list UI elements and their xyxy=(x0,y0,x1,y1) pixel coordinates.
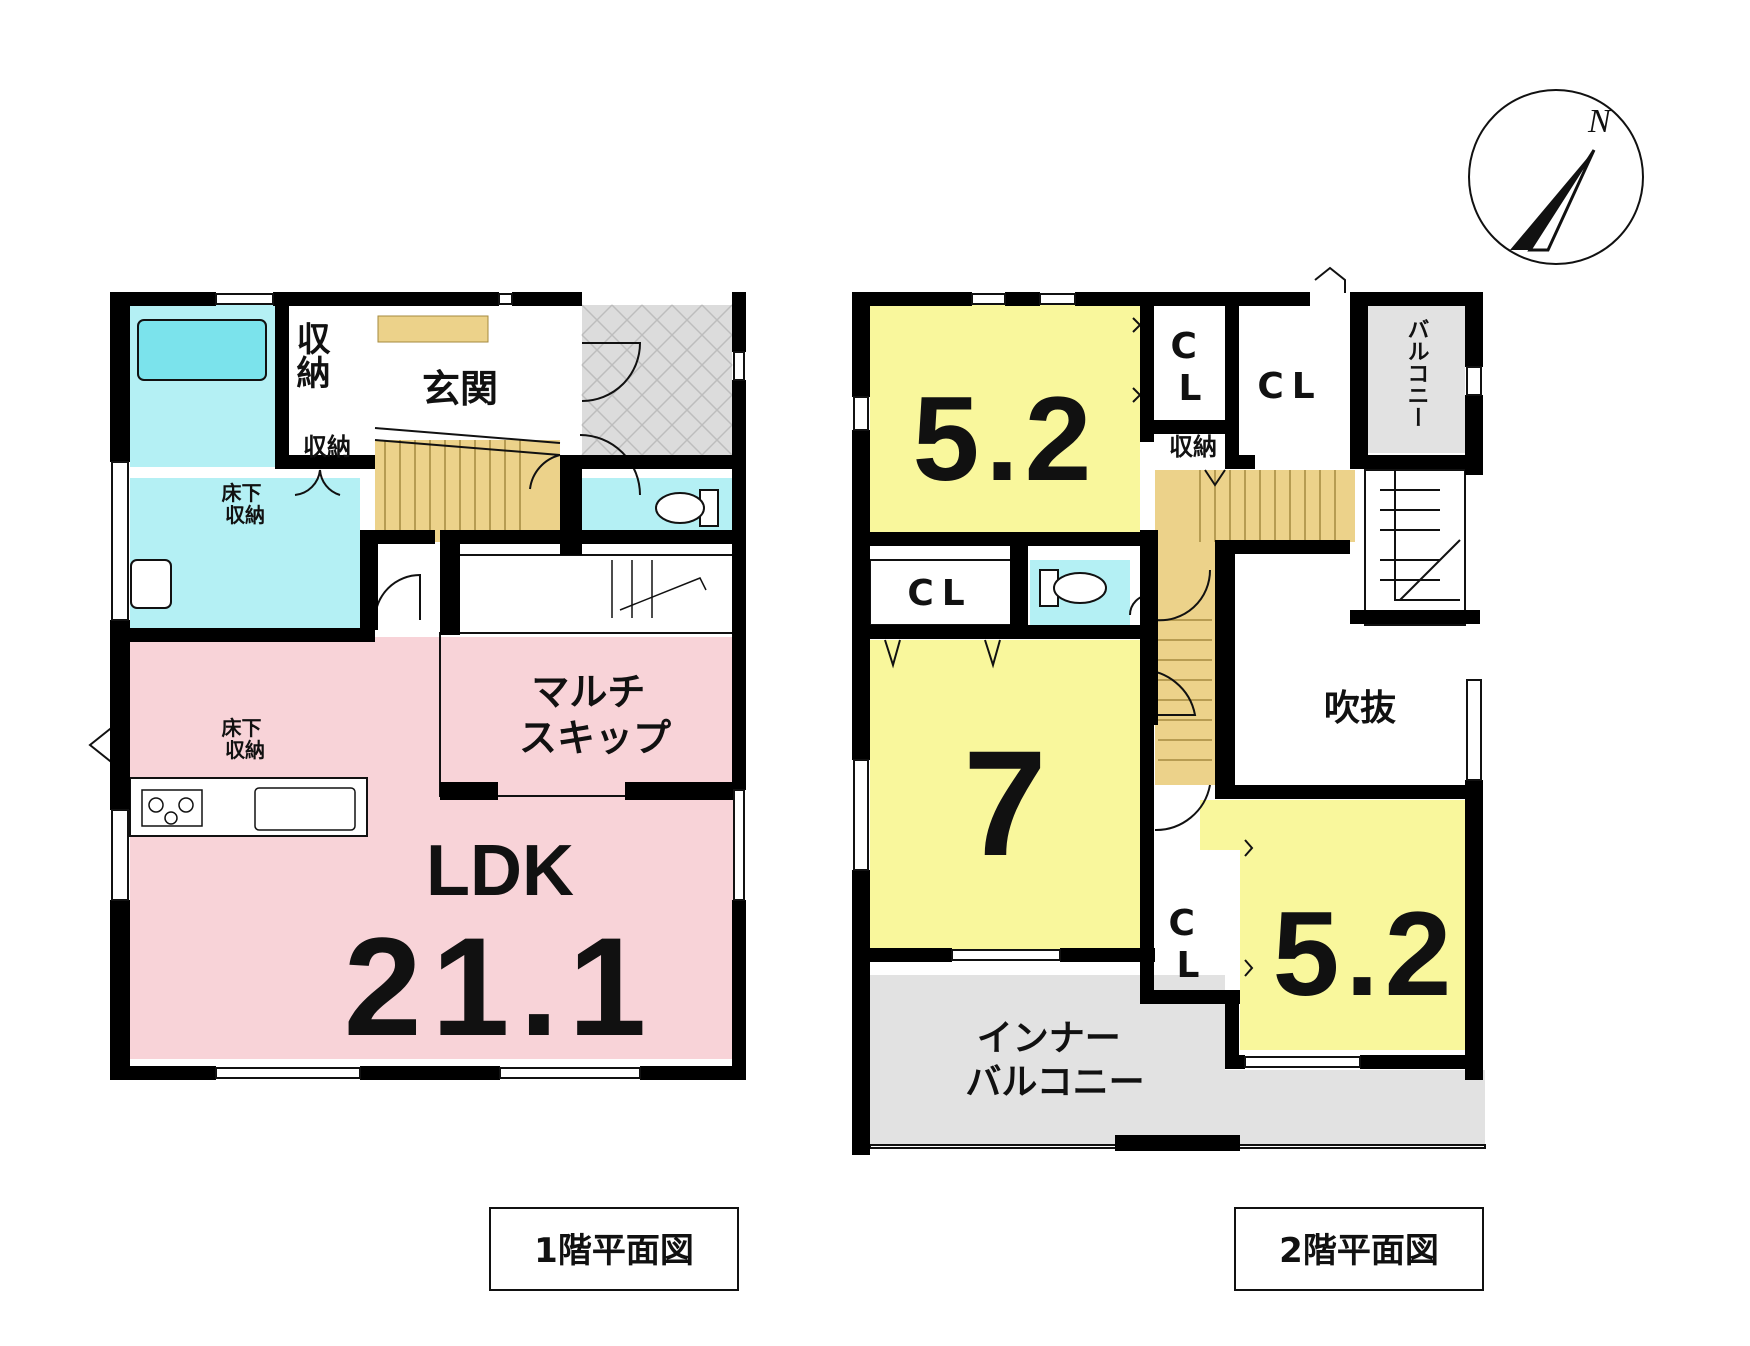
ldk-label: LDK xyxy=(426,831,574,911)
balcony-small xyxy=(1368,305,1465,453)
bedroom-w-size-label: 7 xyxy=(963,719,1046,887)
compass: N xyxy=(1468,89,1644,265)
storage-main-label: 収納 xyxy=(290,321,330,389)
underfloor-storage-2-label: 床下 収納 xyxy=(222,716,269,762)
inner-balcony-line1: インナー xyxy=(977,1018,1121,1059)
bathtub-icon xyxy=(137,319,267,381)
stairs-1f xyxy=(375,440,560,542)
underfloor-storage-1-line2: 収納 xyxy=(225,503,265,527)
inner-balcony-label: インナー バルコニー xyxy=(965,1018,1144,1103)
ldk-room xyxy=(130,637,737,1059)
north-arrow-icon xyxy=(1510,150,1594,250)
floor-2-caption-box xyxy=(1234,1207,1484,1291)
multi-skip-label: マルチ スキップ xyxy=(519,670,671,760)
balcony-small-label: バルコニー xyxy=(1404,318,1429,428)
underfloor-storage-1-line1: 床下 xyxy=(222,481,262,505)
closet-1-line1: C xyxy=(1171,326,1197,367)
closet-4-label: C L xyxy=(1169,903,1208,986)
storage-small-label: 収納 xyxy=(303,433,351,461)
bedroom-nw xyxy=(870,305,1140,540)
bedroom-se xyxy=(1240,800,1465,1050)
multi-skip-line1: マルチ xyxy=(531,670,645,714)
multi-skip-line2: スキップ xyxy=(519,716,671,760)
closet-1-line2: L xyxy=(1179,368,1202,409)
floor-2-plan: 5.2 C L CL バルコニー 収納 CL 7 吹抜 C L 5.2 インナー… xyxy=(852,266,1486,1291)
inner-balcony-line2: バルコニー xyxy=(965,1062,1144,1103)
entrance-porch xyxy=(582,305,732,462)
bedroom-nw-size-label: 5.2 xyxy=(913,372,1098,506)
entrance-label: 玄関 xyxy=(422,367,498,411)
stairs-2f-b xyxy=(1155,540,1215,785)
floor-1-caption-box xyxy=(489,1207,739,1291)
bedroom-w xyxy=(870,640,1140,950)
floor-2-caption: 2階平面図 xyxy=(1279,1231,1439,1271)
floor-1-plan: 収納 玄関 収納 床下 収納 床下 収納 マルチ スキップ LDK 21.1 1… xyxy=(88,292,746,1291)
closet-4-line1: C xyxy=(1169,903,1195,944)
bedroom-se-size-label: 5.2 xyxy=(1273,887,1458,1021)
closet-4-line2: L xyxy=(1177,945,1200,986)
void-label: 吹抜 xyxy=(1324,688,1396,729)
storage-2f-label: 収納 xyxy=(1169,433,1217,461)
washbasin-icon xyxy=(130,559,172,609)
ldk-size-label: 21.1 xyxy=(344,908,656,1065)
toilet-icon xyxy=(655,489,719,527)
toilet-icon-2f xyxy=(1039,569,1107,607)
closet-2-label: CL xyxy=(1257,366,1322,407)
stairs-2f-a xyxy=(1155,470,1355,542)
sink-icon xyxy=(254,787,356,831)
closet-1-label: C L xyxy=(1171,326,1210,409)
closet-3-label: CL xyxy=(907,573,972,614)
underfloor-storage-2-line1: 床下 xyxy=(222,716,262,740)
floor-1-caption: 1階平面図 xyxy=(534,1231,694,1271)
compass-north-label: N xyxy=(1587,103,1613,140)
underfloor-storage-2-line2: 収納 xyxy=(225,738,265,762)
underfloor-storage-1-label: 床下 収納 xyxy=(222,481,269,527)
